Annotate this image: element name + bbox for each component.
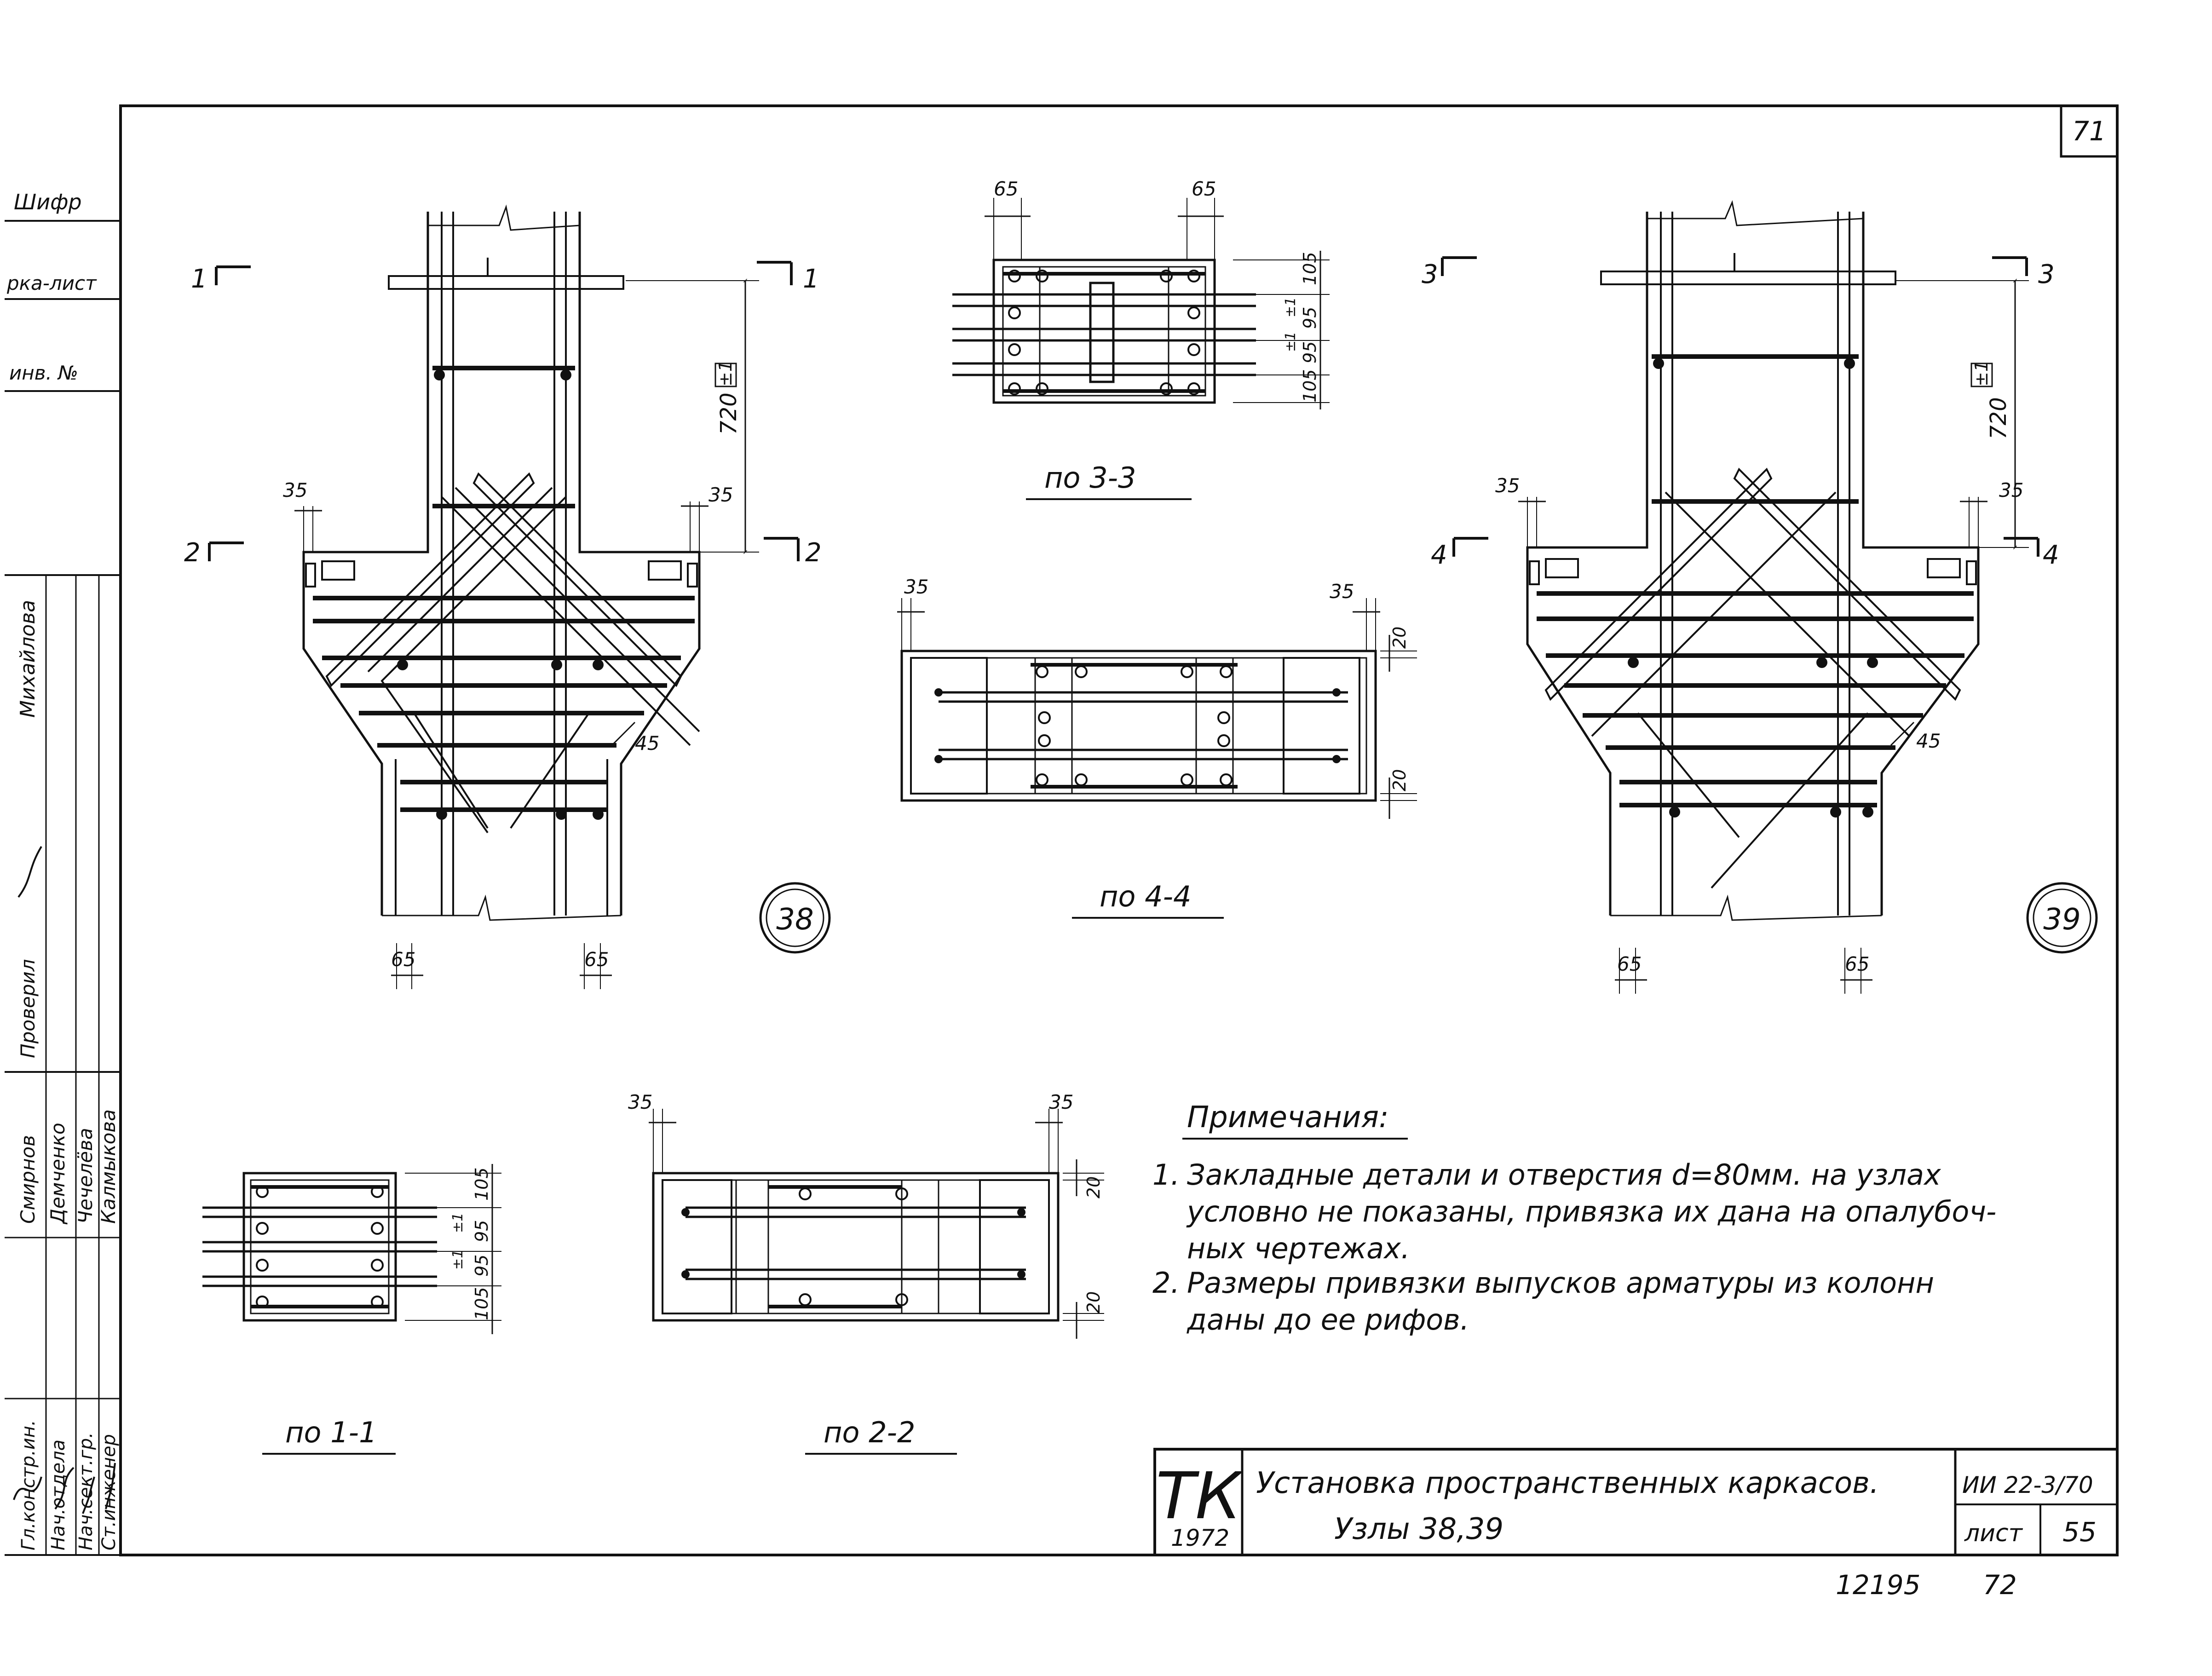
s44-dim-20b: 20 — [1389, 769, 1410, 791]
node38-dim-35l: 35 — [283, 479, 307, 501]
s33-dim-65r: 65 — [1192, 178, 1216, 200]
node-38-elevation: 1 1 2 2 720 ±1 35 35 45 65 65 38 — [184, 204, 831, 989]
side-stamp: Шифр рка-лист инв. № Гл.констр.ин. Нач.о… — [5, 190, 121, 1556]
s33-dim-65l: 65 — [994, 178, 1018, 200]
note-1-num: 1. — [1152, 1158, 1180, 1192]
node39-dim-720: 720 — [1986, 397, 2011, 439]
section-1-1-title: по 1-1 — [285, 1416, 377, 1449]
note-2-num: 2. — [1152, 1266, 1180, 1300]
node39-badge: 39 — [2043, 903, 2080, 937]
node39-dim-45: 45 — [1916, 730, 1941, 752]
s22-dim-20b: 20 — [1083, 1291, 1104, 1313]
sheet-label: лист — [1964, 1520, 2023, 1547]
s11-tol-1: ±1 — [450, 1213, 466, 1233]
signer-name-1: Смирнов — [17, 1135, 39, 1224]
node-39-elevation: 3 3 4 4 720 ±1 35 35 45 65 65 39 — [1422, 200, 2098, 994]
checked-label: Проверил — [17, 959, 39, 1058]
s33-tol-2: ±1 — [1283, 332, 1299, 352]
node38-mark-1r: 1 — [803, 264, 819, 294]
node38-mark-1l: 1 — [191, 264, 207, 294]
s33-dim-95b: 95 — [1300, 341, 1320, 363]
s44-dim-20t: 20 — [1389, 627, 1410, 649]
note-2-line-1: Размеры привязки выпусков арматуры из ко… — [1187, 1266, 1934, 1300]
signer-name-4: Калмыкова — [97, 1109, 120, 1224]
s22-dim-35r: 35 — [1049, 1091, 1073, 1113]
node39-dim-35l: 35 — [1495, 474, 1520, 497]
s33-dim-105t: 105 — [1300, 252, 1320, 285]
s22-dim-35l: 35 — [628, 1091, 652, 1113]
node38-mark-2r: 2 — [805, 538, 822, 568]
note-1-line-1: Закладные детали и отверстия d=80мм. на … — [1187, 1158, 1941, 1192]
section-2-2-title: по 2-2 — [824, 1416, 915, 1449]
s44-dim-35l: 35 — [904, 576, 928, 598]
section-4-4-title: по 4-4 — [1100, 880, 1191, 913]
drawing-title: Установка пространственных каркасов. — [1256, 1466, 1879, 1500]
s11-dim-95t: 95 — [472, 1220, 492, 1242]
node38-dim-45: 45 — [635, 732, 659, 754]
node38-dim-tol: ±1 — [715, 361, 736, 386]
stamp-label-sheet: рка-лист — [6, 272, 97, 294]
s11-tol-2: ±1 — [450, 1250, 466, 1270]
signer-role-1: Гл.констр.ин. — [18, 1420, 39, 1550]
node39-mark-4l: 4 — [1431, 540, 1447, 570]
node39-dim-65l: 65 — [1617, 953, 1642, 975]
node38-badge: 38 — [776, 903, 813, 937]
s33-dim-95t: 95 — [1300, 307, 1320, 329]
section-3-3: 65 65 105 95 95 105 ±1 ±1 по 3-3 — [952, 178, 1330, 500]
notes-heading: Примечания: — [1187, 1100, 1389, 1135]
s11-dim-105t: 105 — [472, 1167, 492, 1201]
section-1-1: 105 95 95 105 ±1 ±1 по 1-1 — [202, 1164, 501, 1455]
stamp-label-code: Шифр — [14, 190, 82, 214]
notes-block: Примечания: 1. Закладные детали и отверс… — [1152, 1100, 1996, 1336]
node39-mark-3r: 3 — [2038, 259, 2055, 289]
title-block: ТК 1972 Установка пространственных карка… — [1153, 1448, 2119, 1556]
node39-dim-65r: 65 — [1845, 953, 1869, 975]
node39-dim-tol: ±1 — [1971, 361, 1992, 386]
s33-tol-1: ±1 — [1283, 297, 1299, 317]
tk-logo: ТК — [1156, 1459, 1244, 1534]
s11-dim-95b: 95 — [472, 1255, 492, 1277]
signer-name-3: Чечелёва — [74, 1128, 97, 1224]
archive-page: 72 — [1983, 1569, 2017, 1601]
series-code: ИИ 22-3/70 — [1962, 1472, 2093, 1498]
node38-dim-35r: 35 — [709, 484, 733, 506]
page-number: 71 — [2072, 115, 2106, 147]
s33-dim-105b: 105 — [1300, 369, 1320, 403]
signer-role-2: Нач.отдела — [48, 1440, 69, 1550]
section-3-3-title: по 3-3 — [1044, 461, 1136, 495]
checked-name: Михайлова — [16, 600, 40, 718]
node38-dim-65l: 65 — [391, 948, 415, 971]
section-4-4: 35 35 20 20 по 4-4 — [897, 576, 1417, 919]
title-year: 1972 — [1171, 1525, 1229, 1551]
signer-role-4: Ст.инженер — [98, 1434, 120, 1550]
note-2-line-2: даны до ее рифов. — [1187, 1303, 1469, 1336]
s11-dim-105b: 105 — [472, 1287, 492, 1320]
signature-marks — [13, 846, 116, 1514]
signer-name-2: Демченко — [46, 1123, 69, 1225]
sheet-number: 55 — [2062, 1516, 2097, 1548]
s22-dim-20t: 20 — [1083, 1176, 1104, 1198]
node38-mark-2l: 2 — [184, 538, 201, 568]
node38-dim-65r: 65 — [584, 948, 609, 971]
sheet-frame: 71 — [119, 104, 2119, 1556]
drawing-subtitle: Узлы 38,39 — [1334, 1512, 1503, 1546]
node39-mark-3l: 3 — [1422, 259, 1438, 289]
note-1-line-3: ных чертежах. — [1187, 1232, 1410, 1265]
stamp-label-inv: инв. № — [9, 362, 78, 384]
node39-mark-4r: 4 — [2043, 540, 2059, 570]
section-2-2: 35 35 20 20 по 2-2 — [628, 1091, 1104, 1455]
note-1-line-2: условно не показаны, привязка их дана на… — [1186, 1195, 1996, 1228]
signer-role-3: Нач.сект.гр. — [75, 1432, 97, 1550]
node38-dim-720: 720 — [716, 392, 742, 435]
node39-dim-35r: 35 — [1999, 479, 2023, 501]
archive-number: 12195 — [1836, 1569, 1921, 1601]
s44-dim-35r: 35 — [1330, 580, 1354, 603]
